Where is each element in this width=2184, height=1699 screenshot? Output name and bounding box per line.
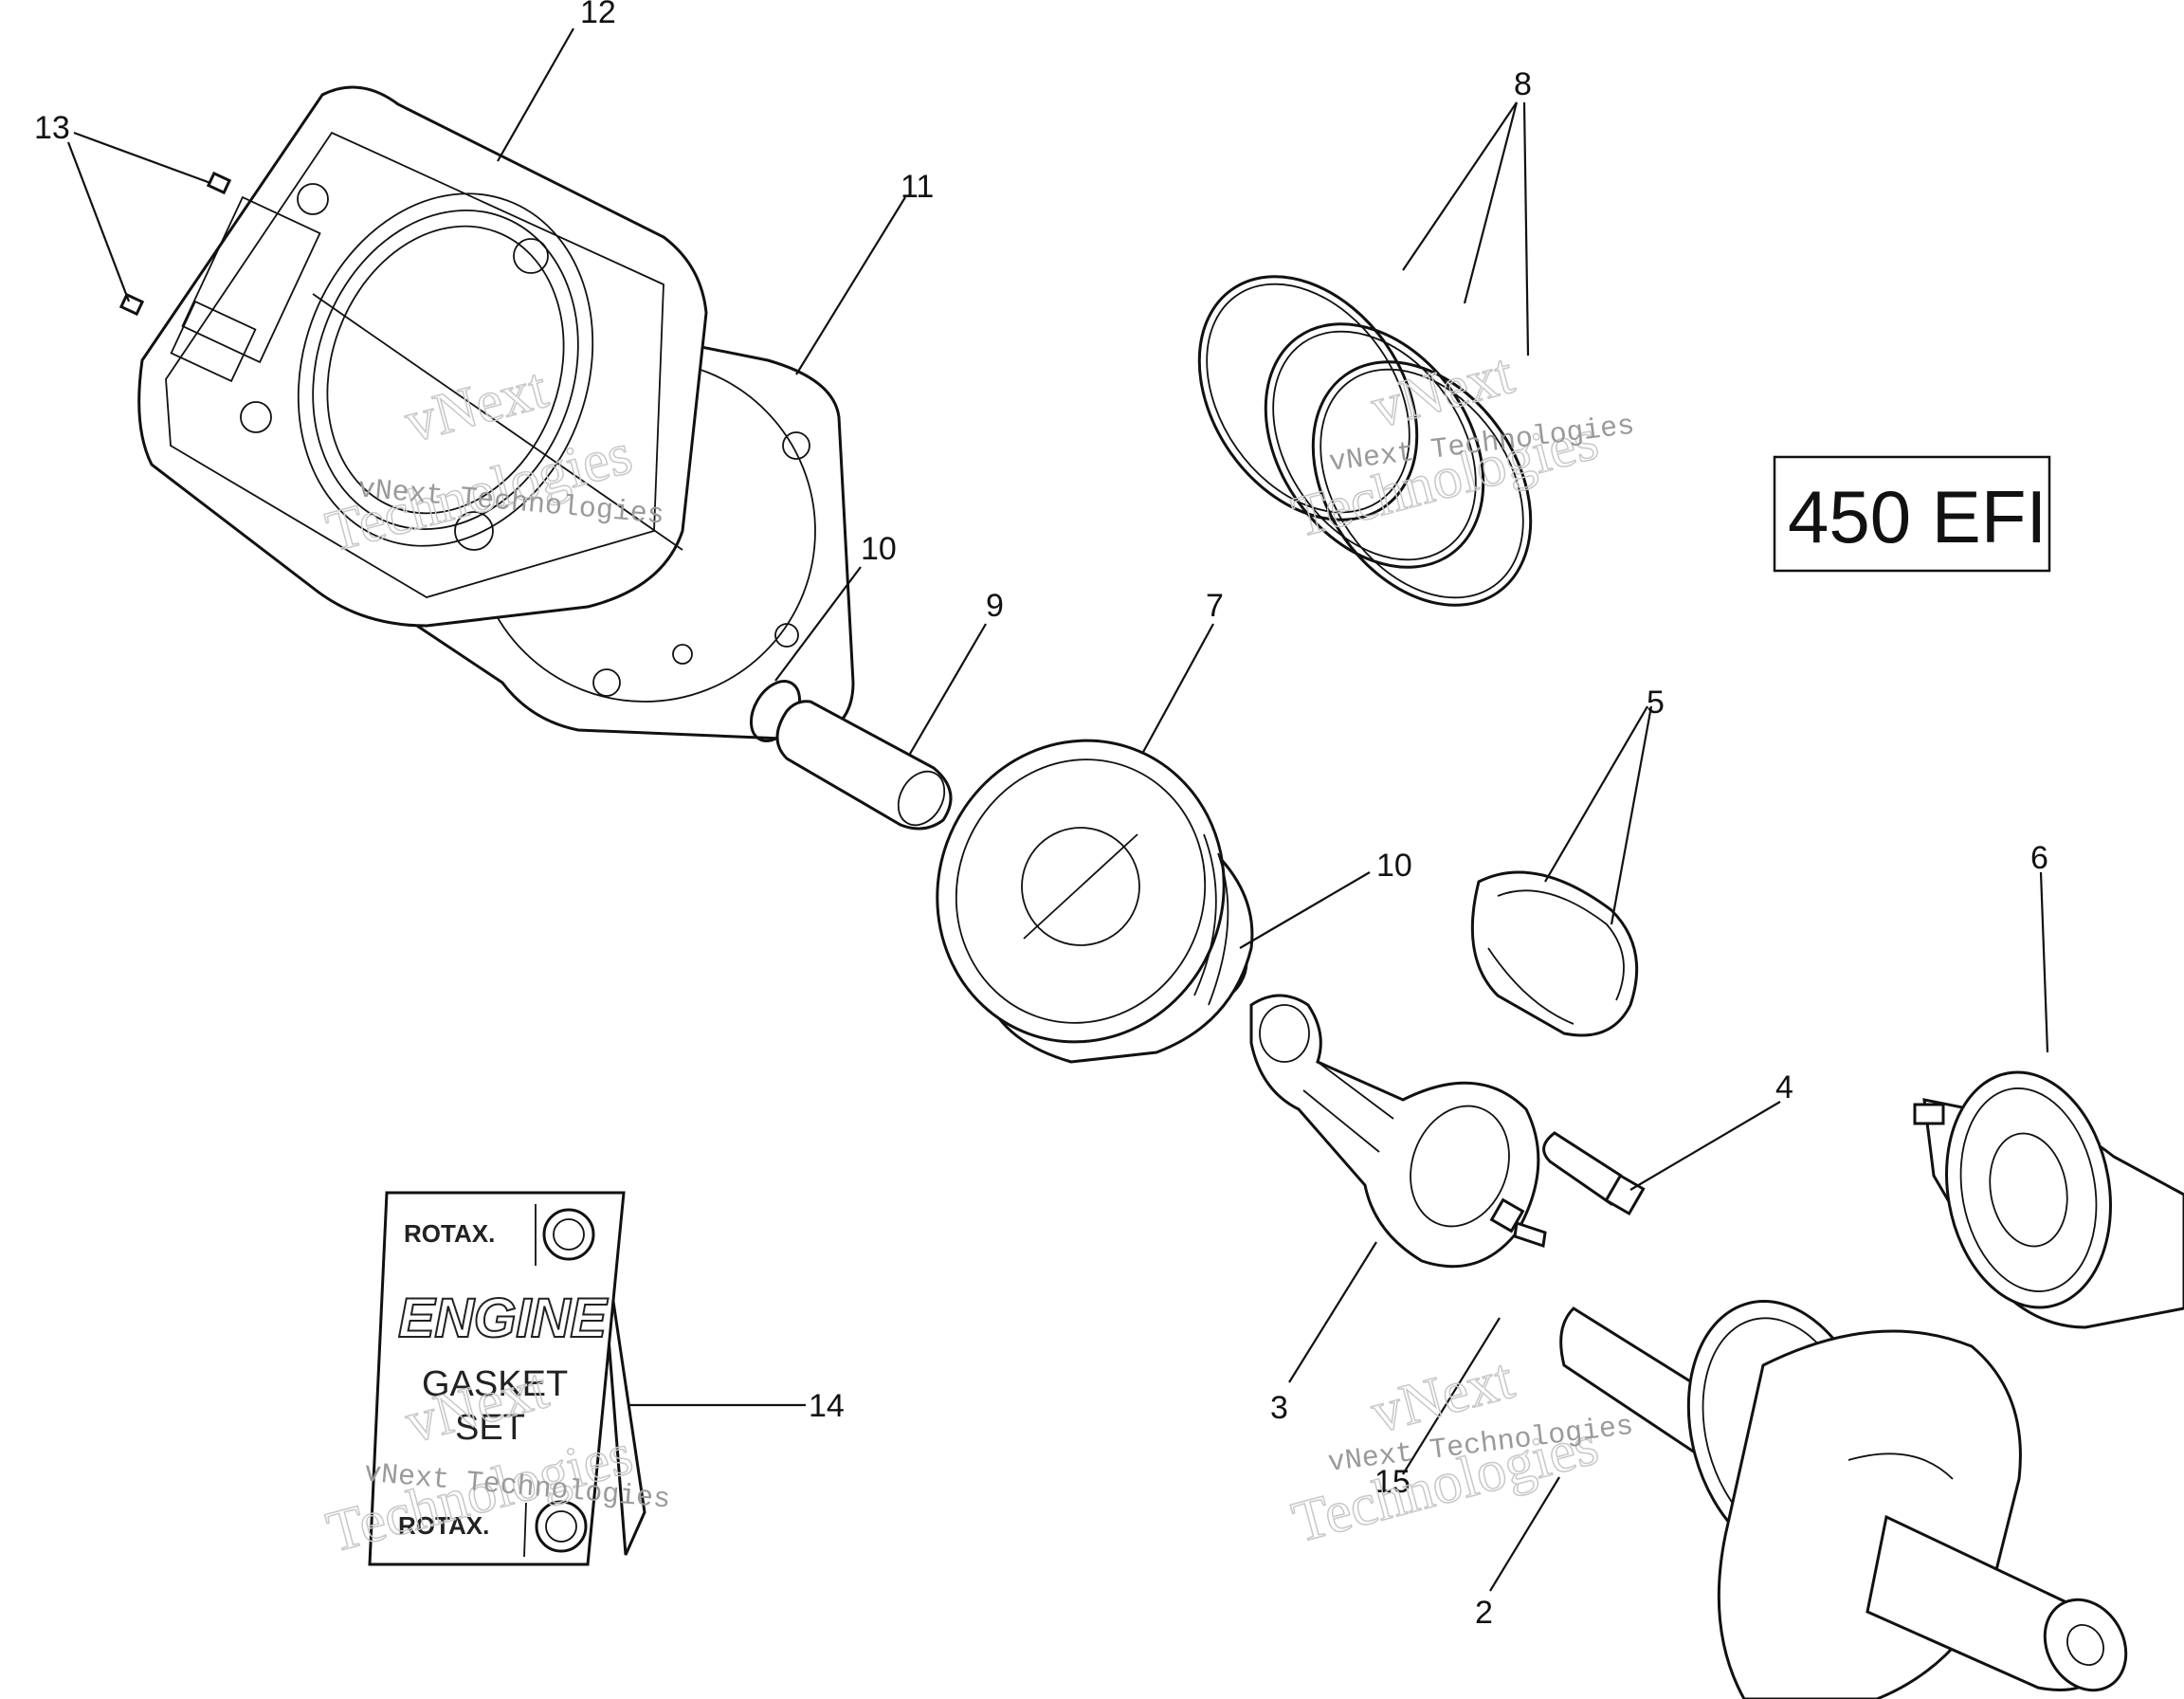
callout-10-lower: 10	[1376, 848, 1412, 884]
callout-13: 13	[34, 110, 70, 146]
bearing-shells	[1470, 870, 1639, 1037]
callout-numbers: 12 13 11 8 10 9 7 5 10 6 4 14 3 15 2	[34, 0, 2048, 1631]
kit-title: ENGINE	[398, 1288, 609, 1349]
balance-shaft	[1913, 1070, 2184, 1329]
callout-15: 15	[1374, 1464, 1410, 1500]
piston	[936, 739, 1254, 1064]
callout-5: 5	[1647, 685, 1665, 721]
cylinder-studs	[118, 171, 232, 317]
callout-2: 2	[1475, 1595, 1493, 1631]
piston-ring-set	[1197, 275, 1533, 607]
callout-10-upper: 10	[861, 531, 897, 567]
kit-brand-top: ROTAX.	[404, 1219, 495, 1248]
callout-9: 9	[986, 588, 1004, 624]
callout-7: 7	[1206, 588, 1224, 624]
rod-bolt	[1542, 1131, 1646, 1216]
callout-11: 11	[901, 169, 934, 205]
callout-8: 8	[1514, 66, 1532, 102]
leader-lines	[66, 27, 2049, 1592]
small-bolt	[1489, 1197, 1547, 1248]
kit-brand-bottom: ROTAX.	[398, 1511, 489, 1540]
model-label-box: 450 EFI	[1773, 455, 2051, 573]
crankshaft	[1559, 1300, 2128, 1699]
brand-logo-icon	[535, 1500, 588, 1553]
cylinder-block	[137, 85, 708, 628]
callout-3: 3	[1270, 1390, 1288, 1426]
callout-4: 4	[1775, 1069, 1793, 1105]
piston-pin	[775, 700, 953, 831]
kit-line2: GASKET	[422, 1364, 568, 1404]
callout-12: 12	[580, 0, 616, 30]
model-label: 450 EFI	[1788, 475, 2047, 558]
callout-14: 14	[809, 1388, 845, 1424]
gasket-set-kit: ROTAX. ENGINE GASKET SET ROTAX.	[368, 1191, 646, 1566]
callout-6: 6	[2030, 840, 2048, 876]
connecting-rod	[1249, 994, 1540, 1269]
kit-line3: SET	[455, 1408, 525, 1448]
brand-logo-icon	[542, 1208, 595, 1261]
